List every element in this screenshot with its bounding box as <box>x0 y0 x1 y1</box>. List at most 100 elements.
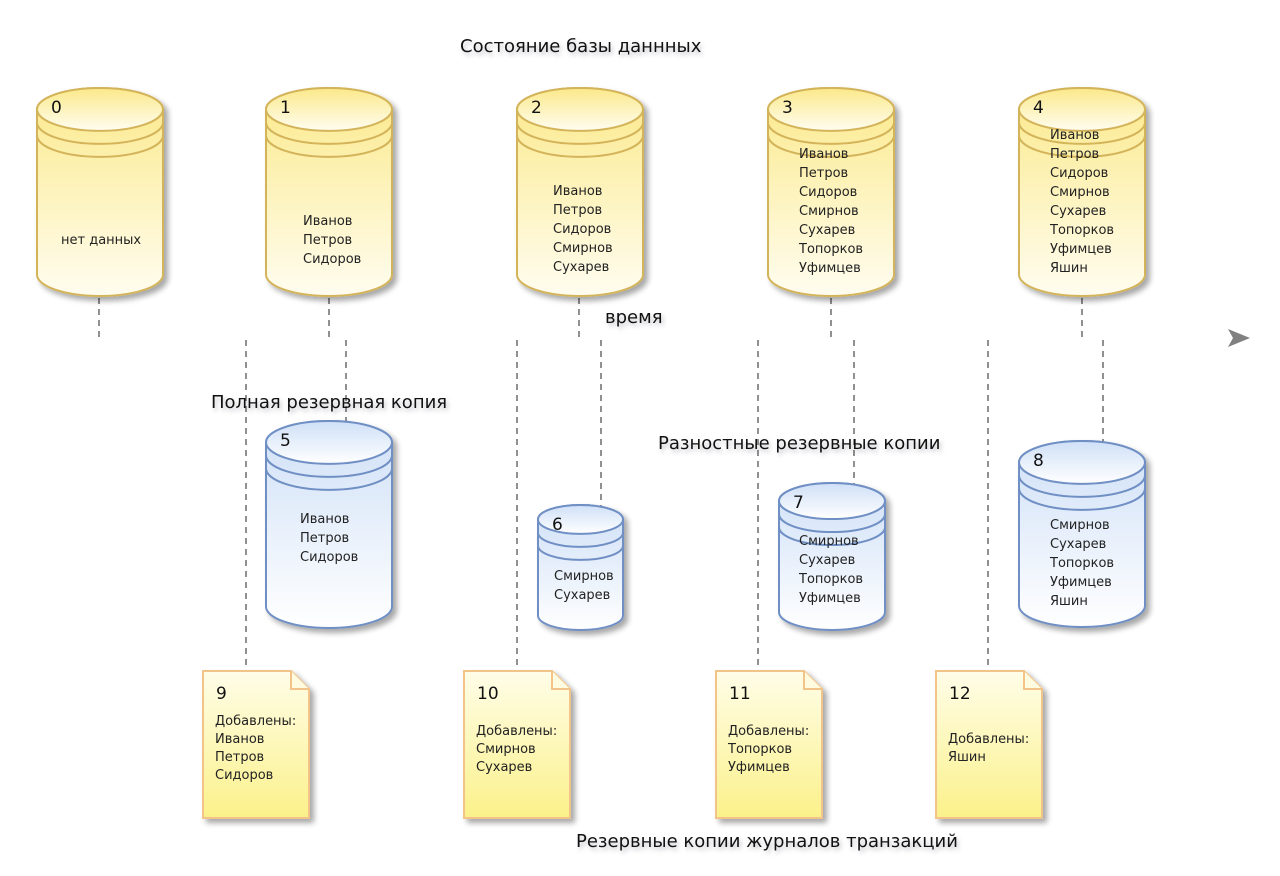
db-state-heading: Состояние базы даннных <box>460 36 702 57</box>
added-header: Добавлены: <box>215 714 297 729</box>
diff-backup-7 <box>778 482 886 631</box>
record-line: Петров <box>300 531 350 546</box>
db-state-0 <box>36 87 164 297</box>
diff-backups-heading: Разностные резервные копии <box>658 433 941 454</box>
diff-backup-8-ring <box>1018 488 1146 511</box>
diff-backup-6 <box>537 504 624 631</box>
record-line: Сидоров <box>303 252 362 267</box>
diff-backup-7-ring <box>778 526 886 547</box>
record-line: Сухарев <box>554 588 611 603</box>
record-line: Иванов <box>215 732 265 747</box>
connector-lines <box>98 298 1104 671</box>
diff-backup-8-ring <box>1018 475 1146 498</box>
record-line: Уфимцев <box>1050 575 1112 590</box>
record-line: Яшин <box>1050 594 1088 609</box>
db-state-3-ring <box>767 135 895 158</box>
diff-backup-7-number: 7 <box>793 493 804 513</box>
record-line: Иванов <box>303 214 353 229</box>
tlog-backup-11-fold-icon <box>803 671 822 690</box>
record-line: Сидоров <box>215 768 274 783</box>
record-line: Уфимцев <box>799 261 861 276</box>
full-backup-5-ring <box>265 455 393 478</box>
db-state-2-ring <box>516 122 644 145</box>
record-line: Сухарев <box>553 260 610 275</box>
db-state-3-number: 3 <box>782 98 793 118</box>
tlog-backup-10-fold-icon <box>551 671 570 690</box>
record-line: Сидоров <box>553 222 612 237</box>
db-state-4-top <box>1018 87 1146 132</box>
time-axis-label: время <box>603 307 665 328</box>
db-state-0-number: 0 <box>51 98 62 118</box>
record-line: Уфимцев <box>1050 242 1112 257</box>
record-line: Смирнов <box>799 534 859 549</box>
db-state-0-contents: нет данных <box>61 231 141 250</box>
record-line: Иванов <box>300 512 350 527</box>
record-line: Смирнов <box>1050 185 1110 200</box>
time-axis <box>15 329 1250 347</box>
time-axis-arrow-icon <box>1228 329 1250 347</box>
db-state-0-ring <box>36 135 164 158</box>
db-state-1-number: 1 <box>280 98 291 118</box>
db-state-1-ring <box>265 122 393 145</box>
db-state-3 <box>767 87 895 297</box>
tlog-backup-12-contents: Добавлены: Яшин <box>948 731 1029 767</box>
record-line: Иванов <box>1050 128 1100 143</box>
db-state-4 <box>1018 87 1146 297</box>
tlog-backup-11-number: 11 <box>729 684 751 704</box>
record-line: Топорков <box>799 572 864 587</box>
diff-backup-8-top <box>1018 440 1146 485</box>
record-line: Сидоров <box>300 550 359 565</box>
record-line: Топорков <box>1050 556 1115 571</box>
record-line: Смирнов <box>554 569 614 584</box>
record-line: Смирнов <box>553 241 613 256</box>
diff-backup-8-number: 8 <box>1033 451 1044 471</box>
diff-backup-6-number: 6 <box>552 515 563 535</box>
diff-backup-7-ring <box>778 513 886 534</box>
tlog-backup-9-number: 9 <box>216 684 227 704</box>
tlog-backup-10-page <box>463 670 571 819</box>
db-state-4-number: 4 <box>1033 98 1044 118</box>
tlog-backups-heading: Резервные копии журналов транзакций <box>576 831 958 852</box>
record-line: Сухарев <box>799 223 856 238</box>
db-state-0-ring <box>36 122 164 145</box>
db-state-1 <box>265 87 393 297</box>
record-line: Иванов <box>553 184 603 199</box>
record-line: Яшин <box>948 750 986 765</box>
full-backup-5-number: 5 <box>280 431 291 451</box>
record-line: Сухарев <box>1050 204 1107 219</box>
record-line: Сидоров <box>1050 166 1109 181</box>
tlog-backup-12 <box>935 670 1043 819</box>
tlog-backup-12-fold-icon <box>1023 671 1042 690</box>
full-backup-5-top <box>265 420 393 465</box>
record-line: Сухарев <box>476 760 533 775</box>
record-line: Сухарев <box>799 553 856 568</box>
record-line: Смирнов <box>1050 518 1110 533</box>
db-state-4-ring <box>1018 135 1146 158</box>
added-header: Добавлены: <box>948 732 1030 747</box>
db-state-4-ring <box>1018 122 1146 145</box>
tlog-backup-9-page <box>202 670 310 819</box>
record-line: Петров <box>799 166 849 181</box>
db-state-2-ring <box>516 135 644 158</box>
db-state-2-top <box>516 87 644 132</box>
record-line: Петров <box>215 750 265 765</box>
db-state-0-top <box>36 87 164 132</box>
diff-backup-6-ring <box>537 545 624 561</box>
tlog-backup-12-number: 12 <box>949 684 971 704</box>
record-line: Иванов <box>799 147 849 162</box>
record-line: Смирнов <box>476 742 536 757</box>
tlog-backup-10-number: 10 <box>477 684 499 704</box>
tlog-backup-9-fold-icon <box>290 671 309 690</box>
added-header: Добавлены: <box>728 724 810 739</box>
record-line: Яшин <box>1050 261 1088 276</box>
record-line: Петров <box>303 233 353 248</box>
